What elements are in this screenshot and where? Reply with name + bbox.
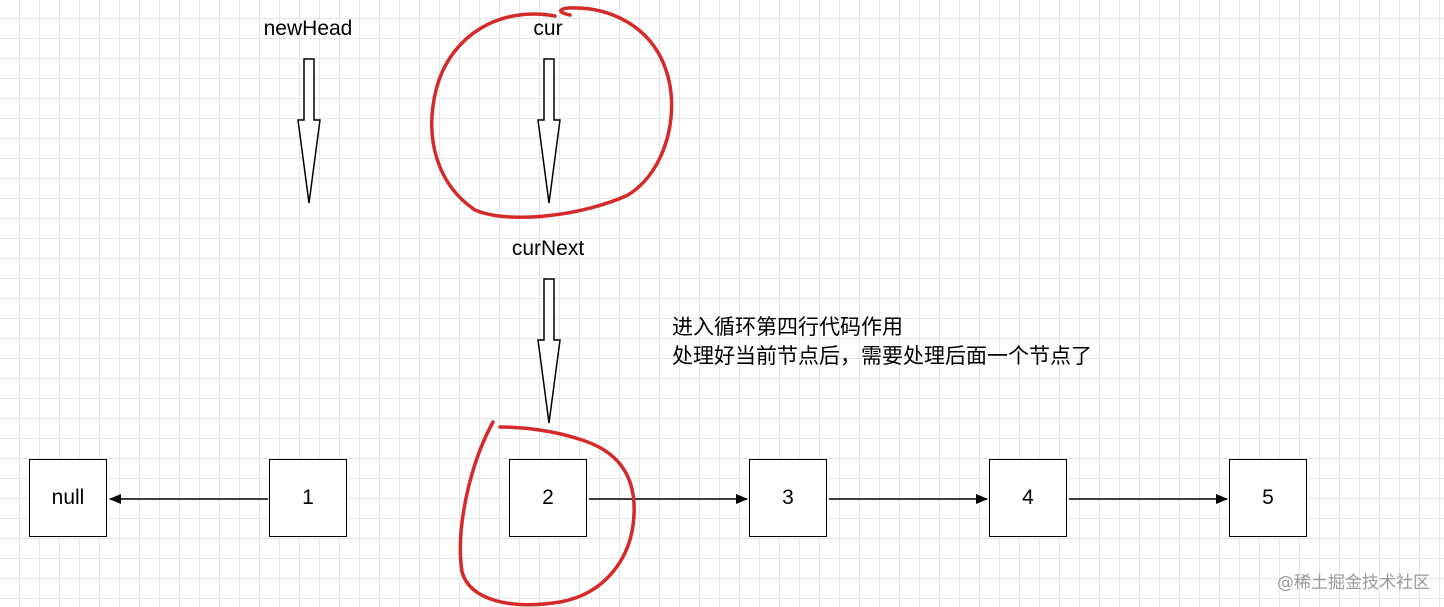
node-1: 1 <box>269 459 347 537</box>
node-5: 5 <box>1229 459 1307 537</box>
explanation-note: 进入循环第四行代码作用 处理好当前节点后，需要处理后面一个节点了 <box>672 313 1092 371</box>
cur-next-label: curNext <box>511 237 585 260</box>
cur-label: cur <box>533 17 563 40</box>
node-null: null <box>29 459 107 537</box>
cur-next-pointer-arrow <box>537 278 561 424</box>
node-4: 4 <box>989 459 1067 537</box>
note-line-2: 处理好当前节点后，需要处理后面一个节点了 <box>672 344 1092 368</box>
new-head-pointer-arrow <box>297 58 321 204</box>
cur-pointer-arrow <box>537 58 561 204</box>
new-head-label: newHead <box>263 17 353 40</box>
watermark: @稀土掘金技术社区 <box>1277 573 1430 593</box>
cur-highlight-circle <box>430 6 674 219</box>
node-2: 2 <box>509 459 587 537</box>
node-2-highlight-circle <box>458 420 636 607</box>
node-3: 3 <box>749 459 827 537</box>
note-line-1: 进入循环第四行代码作用 <box>672 315 903 339</box>
